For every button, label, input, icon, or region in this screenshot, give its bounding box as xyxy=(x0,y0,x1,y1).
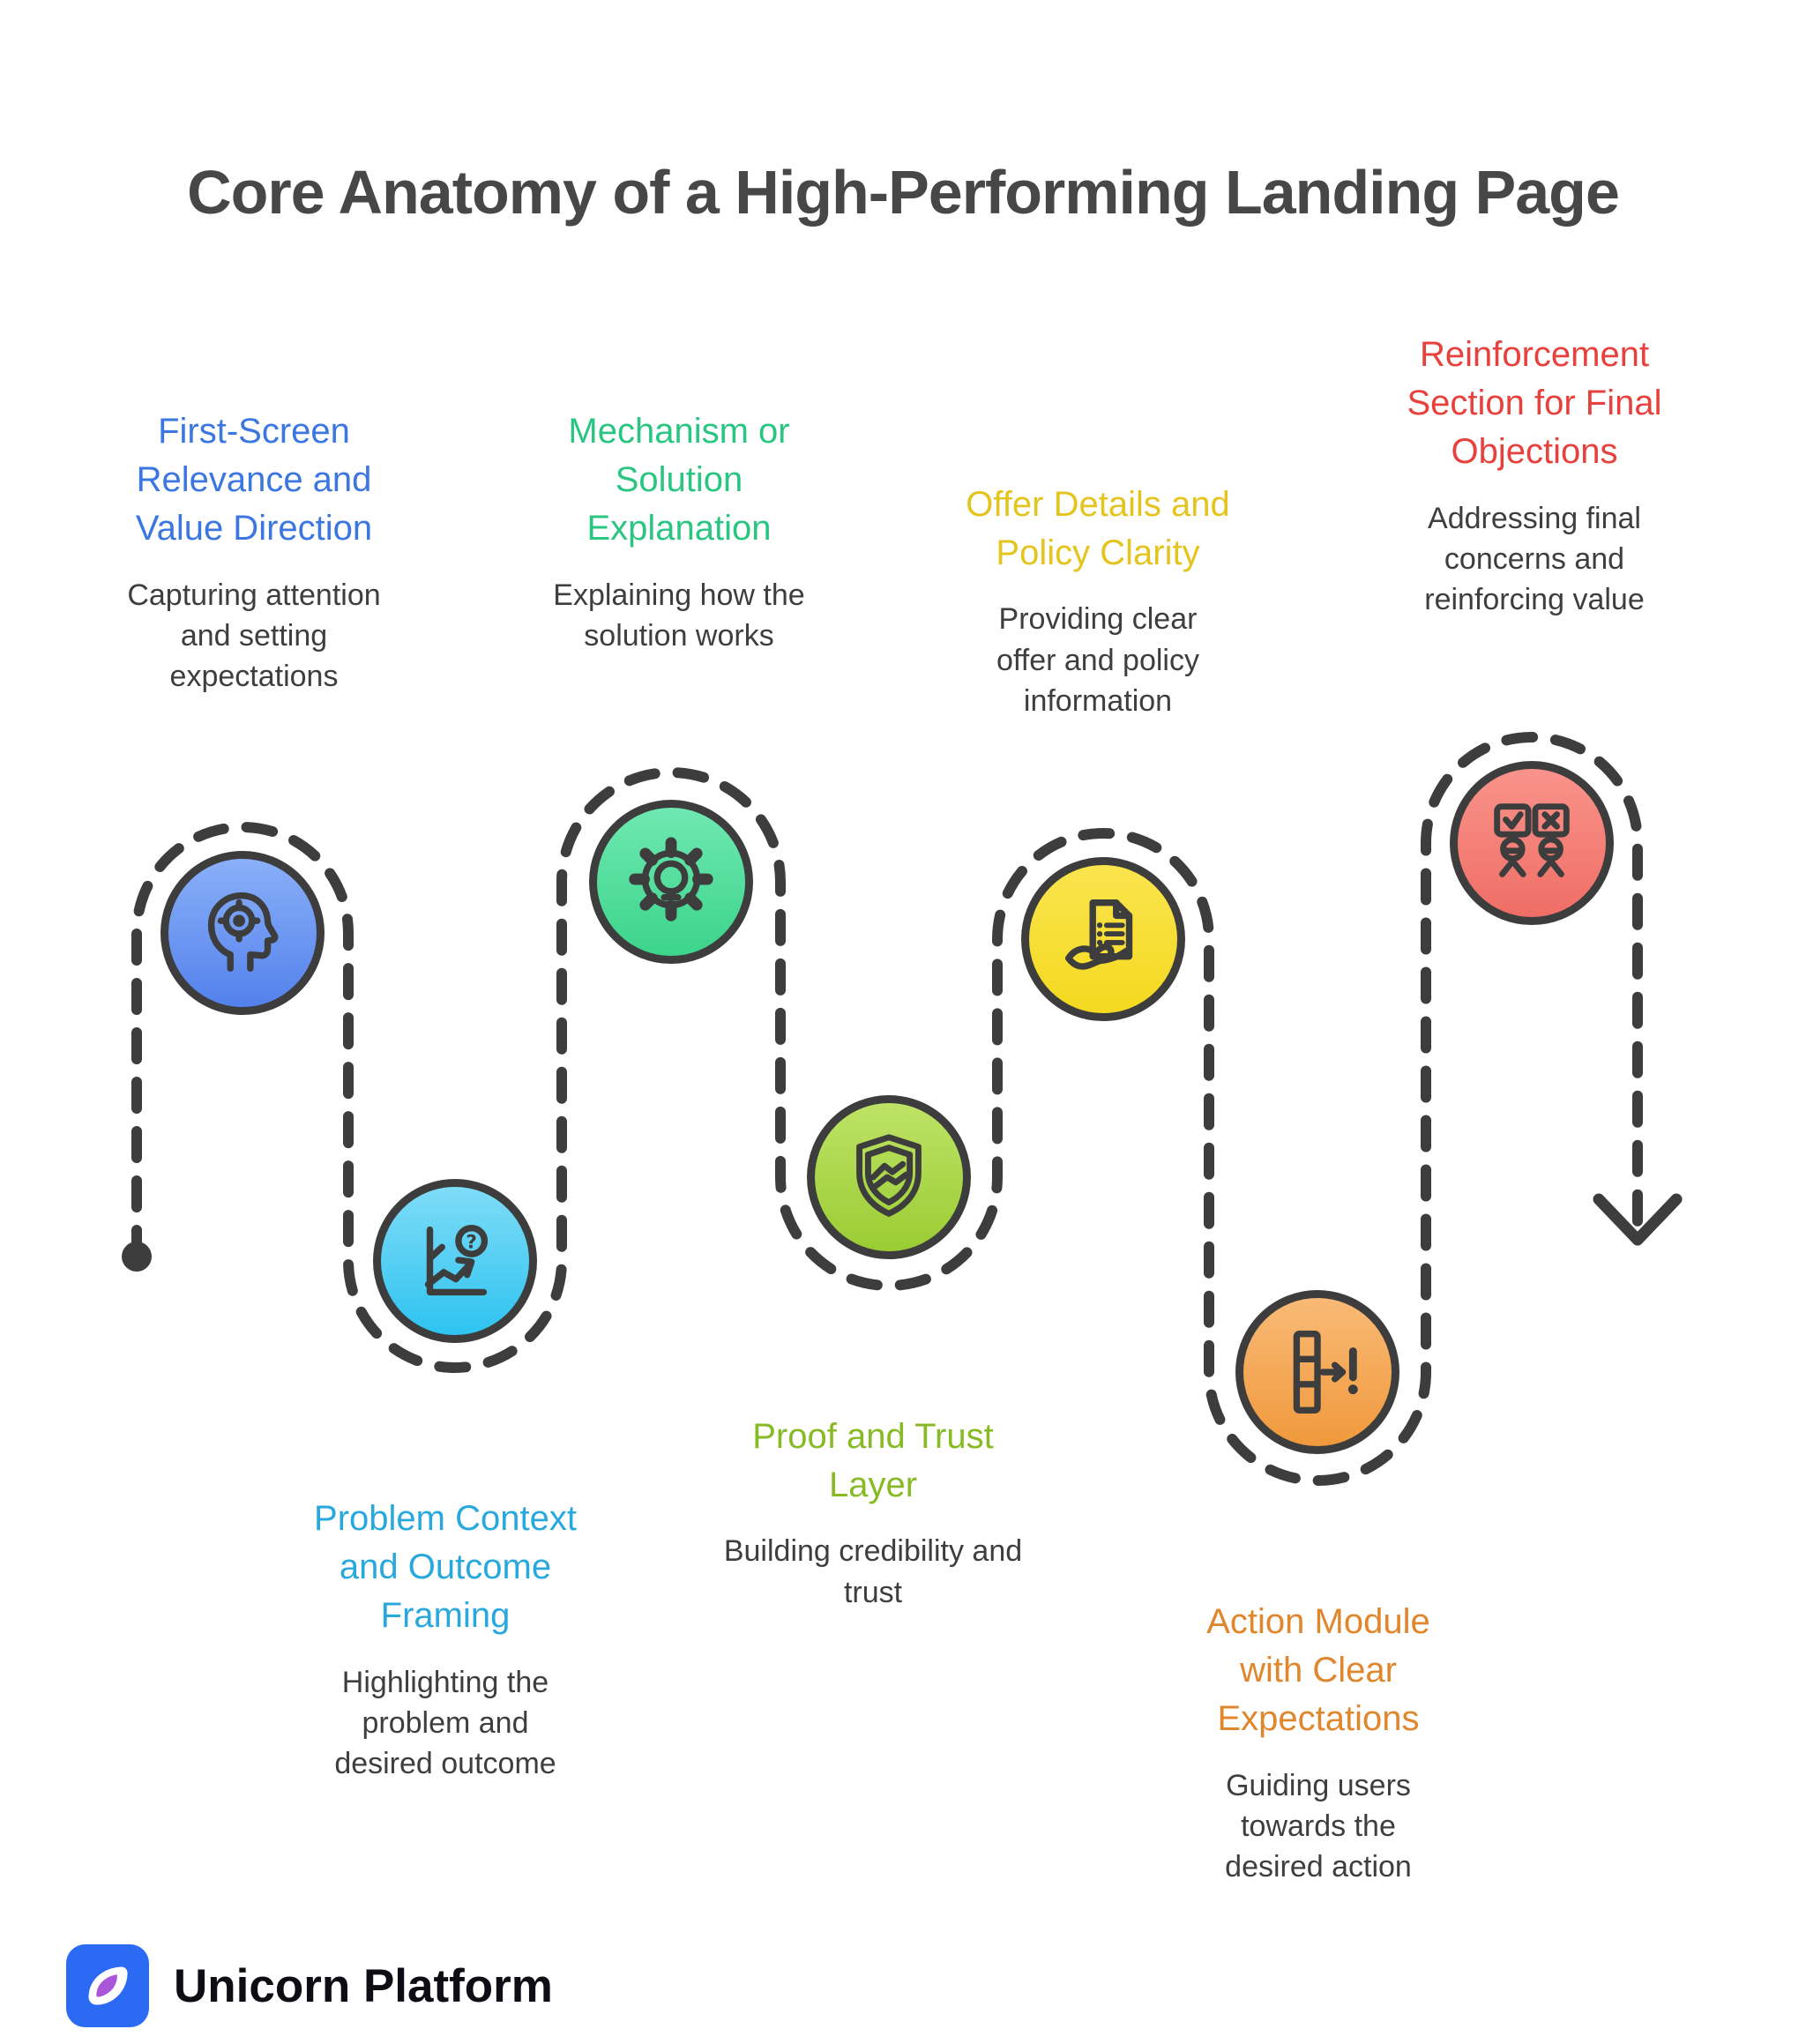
step-heading: Offer Details and Policy Clarity xyxy=(966,485,1230,573)
path-end-arrow-icon xyxy=(1593,1193,1683,1246)
step-description: Providing clear offer and policy informa… xyxy=(996,602,1199,718)
step-node-offer-details xyxy=(1021,857,1185,1021)
chart-question-icon: ? xyxy=(424,1224,489,1296)
step-node-action-module xyxy=(1235,1290,1399,1454)
unicorn-platform-icon xyxy=(66,1944,149,2027)
step-heading: Action Module with Clear Expectations xyxy=(1206,1602,1430,1739)
page-title: Core Anatomy of a High-Performing Landin… xyxy=(187,158,1620,227)
logo-drop-inner xyxy=(96,1974,117,1997)
step-description: Explaining how the solution works xyxy=(553,578,805,653)
step-text-first-screen: First-Screen Relevance and Value Directi… xyxy=(95,407,413,697)
document-hand-icon xyxy=(1064,899,1133,970)
path-start-dot xyxy=(122,1242,152,1272)
shield-handshake-icon xyxy=(856,1134,922,1217)
step-text-offer-details: Offer Details and Policy Clarity Providi… xyxy=(948,481,1248,721)
step-node-first-screen xyxy=(160,851,325,1015)
people-check-cross-icon xyxy=(1494,803,1570,877)
module-arrow-alert-icon xyxy=(1293,1331,1358,1414)
step-text-mechanism: Mechanism or Solution Explanation Explai… xyxy=(538,407,820,656)
step-description: Addressing final concerns and reinforcin… xyxy=(1424,501,1645,617)
step-text-action-module: Action Module with Clear Expectations Gu… xyxy=(1182,1598,1455,1887)
question-mark-glyph: ? xyxy=(466,1231,477,1253)
journey-dashed-line xyxy=(131,732,1643,1486)
step-heading: Reinforcement Section for Final Objectio… xyxy=(1407,335,1662,472)
brand-name: Unicorn Platform xyxy=(174,1959,553,2012)
step-heading: Problem Context and Outcome Framing xyxy=(314,1499,577,1636)
step-heading: Mechanism or Solution Explanation xyxy=(568,412,790,548)
step-node-problem-context: ? xyxy=(373,1179,537,1343)
step-description: Capturing attention and setting expectat… xyxy=(127,578,381,694)
step-node-proof-trust xyxy=(807,1095,971,1259)
step-text-reinforcement: Reinforcement Section for Final Objectio… xyxy=(1376,331,1693,620)
step-heading: Proof and Trust Layer xyxy=(752,1417,994,1505)
brand-logo: Unicorn Platform xyxy=(66,1944,553,2027)
step-description: Highlighting the problem and desired out… xyxy=(334,1665,556,1781)
step-text-problem-context: Problem Context and Outcome Framing High… xyxy=(300,1495,591,1784)
step-node-mechanism xyxy=(589,800,753,964)
step-description: Building credibility and trust xyxy=(723,1534,1023,1609)
gear-lightbulb-icon xyxy=(629,837,713,921)
head-target-icon xyxy=(207,892,279,973)
step-node-reinforcement xyxy=(1450,761,1614,925)
step-description: Guiding users towards the desired action xyxy=(1225,1768,1412,1884)
step-heading: First-Screen Relevance and Value Directi… xyxy=(135,412,373,548)
step-text-proof-trust: Proof and Trust Layer Building credibili… xyxy=(723,1413,1023,1613)
